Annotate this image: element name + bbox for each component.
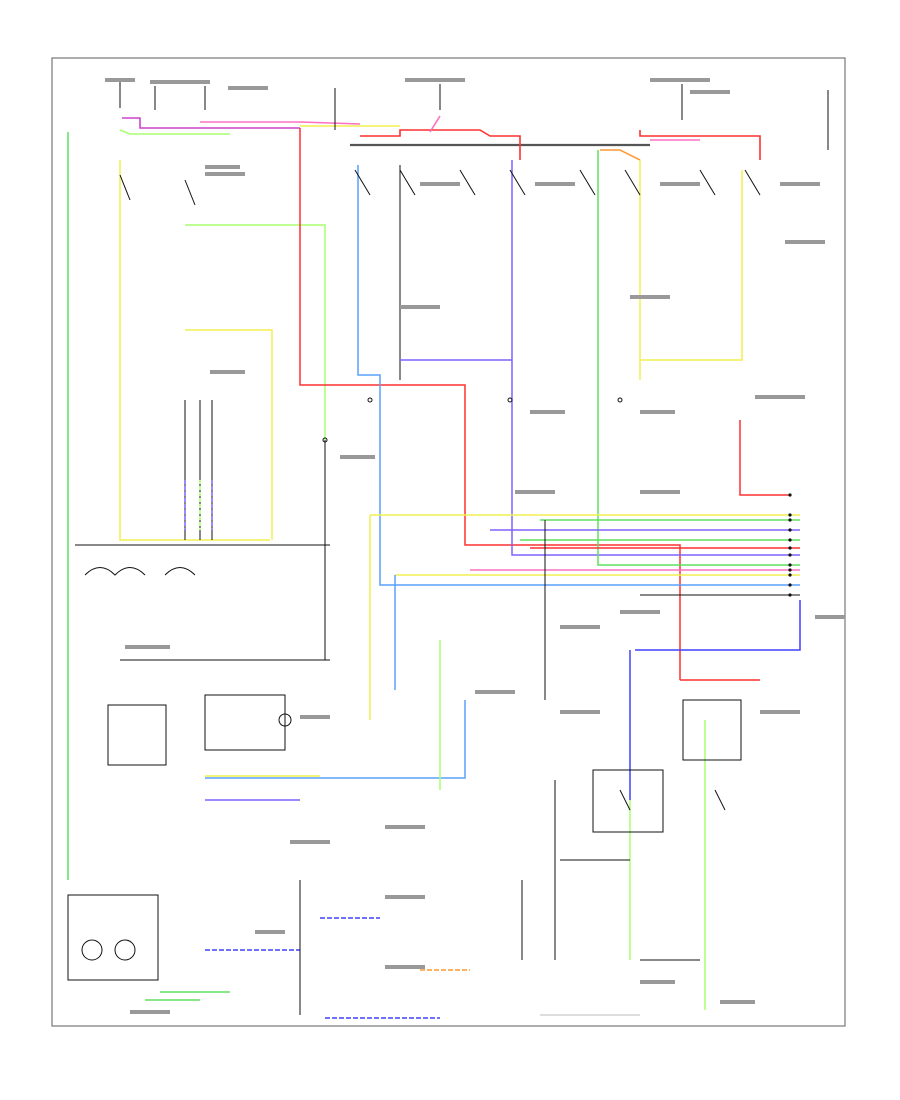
lower-left-wiring bbox=[75, 440, 801, 801]
middle-upper-wiring bbox=[357, 150, 800, 596]
component-labels bbox=[105, 78, 845, 1014]
diagram-frame bbox=[51, 57, 846, 1027]
top-power-bus bbox=[119, 115, 761, 161]
lower-left-components bbox=[67, 694, 292, 1001]
left-column bbox=[67, 128, 681, 880]
switch-symbols bbox=[119, 169, 761, 443]
top-feeds bbox=[119, 82, 829, 150]
lower-right-components bbox=[540, 699, 742, 1016]
connector-pins bbox=[788, 493, 792, 597]
lower-middle-wiring bbox=[205, 720, 706, 1019]
